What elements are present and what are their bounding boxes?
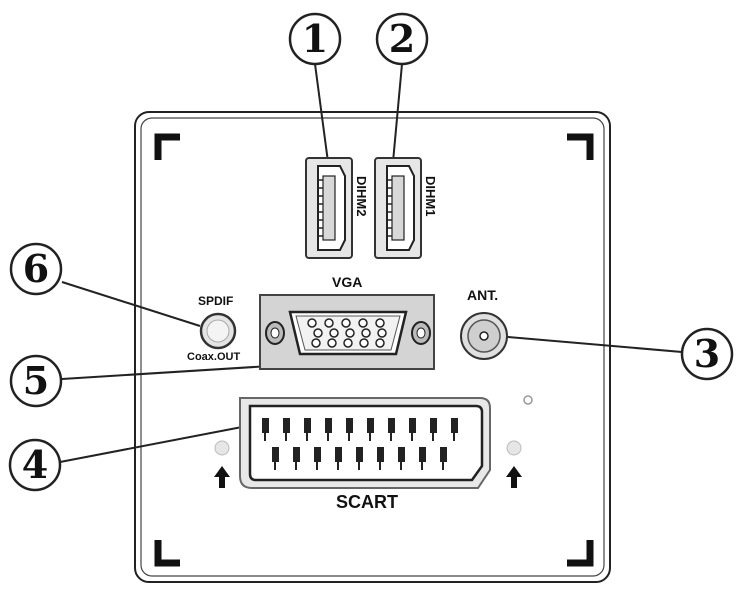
leader-lines [59, 63, 683, 463]
vga-port [259, 294, 435, 370]
callout-circle-1 [288, 12, 342, 66]
callout-number-1: 1 [301, 16, 329, 61]
leader-1 [314, 63, 329, 163]
callout-circle-5 [9, 354, 63, 408]
leader-4 [59, 426, 243, 463]
arrow-up-icon-right [506, 466, 522, 488]
callout-number-2: 2 [388, 16, 416, 61]
arrow-up-icon-left [214, 466, 230, 488]
spdif-label: SPDIF [198, 294, 234, 308]
coax-out-label: Coax.OUT [187, 351, 241, 363]
corner-brackets [154, 133, 594, 567]
hdmi1-label: DIHM1 [423, 176, 438, 217]
hdmi1-port [374, 157, 422, 259]
leader-6 [61, 281, 201, 327]
hdmi2-label: DIHM2 [354, 176, 369, 217]
ant-label: ANT. [467, 287, 499, 303]
scart-port [239, 397, 491, 489]
callout-circle-2 [375, 12, 429, 66]
leader-3 [496, 335, 683, 353]
callout-circle-3 [680, 327, 734, 381]
antenna-port [460, 312, 508, 360]
spdif-port [199, 312, 237, 350]
leader-5 [61, 365, 271, 380]
callout-number-3: 3 [693, 331, 721, 376]
leader-2 [392, 63, 403, 163]
callout-number-4: 4 [21, 442, 49, 487]
callout-circle-6 [9, 242, 63, 296]
callout-circle-4 [8, 438, 62, 492]
arrow-icons [214, 466, 522, 488]
screw-holes [214, 395, 533, 456]
callout-number-6: 6 [22, 246, 50, 291]
vga-label: VGA [332, 274, 363, 290]
hdmi2-port [305, 157, 353, 259]
scart-label: SCART [336, 492, 398, 512]
callout-number-5: 5 [22, 358, 50, 403]
panel-inner-frame [140, 117, 605, 577]
